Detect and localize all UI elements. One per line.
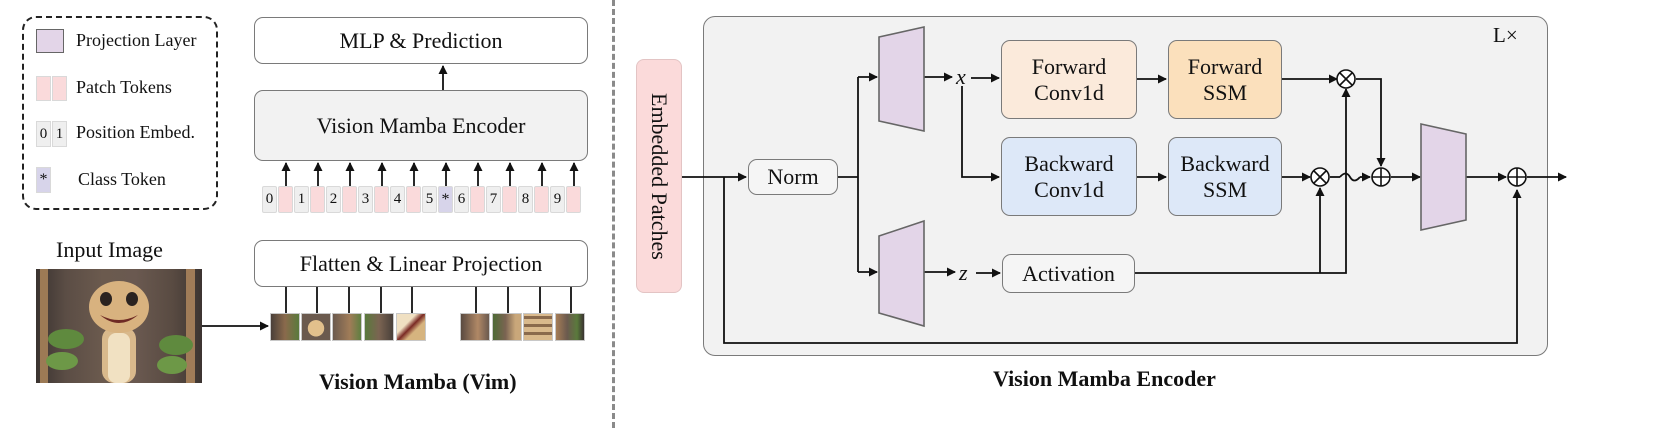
patch-token	[566, 186, 581, 213]
vim-encoder-box: Vision Mamba Encoder	[254, 90, 588, 161]
image-patch	[270, 313, 300, 341]
forward-conv1d-line2: Conv1d	[1034, 79, 1104, 105]
forward-ssm-line2: SSM	[1202, 79, 1248, 105]
legend-patch-swatch	[36, 76, 51, 101]
image-patch	[460, 313, 490, 341]
patch-token	[502, 186, 517, 213]
image-patch	[301, 313, 331, 341]
embedded-patches-label: Embedded Patches	[647, 92, 672, 260]
top-projection-layer	[878, 26, 925, 132]
patch-token	[278, 186, 293, 213]
bottom-projection-layer	[878, 219, 925, 328]
embedded-patches-block: Embedded Patches	[636, 59, 682, 293]
patch-token	[374, 186, 389, 213]
image-patch	[396, 313, 426, 341]
z-variable: z	[959, 260, 968, 285]
token-up-arrows	[281, 162, 579, 186]
backward-ssm-line2: SSM	[1202, 176, 1248, 202]
forward-conv1d-line1: Forward	[1031, 53, 1107, 79]
patch-token	[310, 186, 325, 213]
backward-ssm-line1: Backward	[1180, 150, 1270, 176]
image-patch	[523, 313, 553, 341]
legend-projection-swatch	[36, 29, 64, 53]
encoder-title: Vision Mamba Encoder	[993, 366, 1216, 391]
image-patch	[492, 313, 522, 341]
legend-projection-label: Projection Layer	[76, 30, 197, 50]
forward-conv1d-box: Forward Conv1d	[1001, 40, 1137, 119]
pos-embed-token: 4	[390, 186, 405, 213]
backward-ssm-box: Backward SSM	[1168, 137, 1282, 216]
pos-embed-token: 1	[294, 186, 309, 213]
input-image-label: Input Image	[56, 237, 163, 262]
pos-embed-token: 8	[518, 186, 533, 213]
patch-token	[406, 186, 421, 213]
flatten-to-token-lines	[285, 287, 572, 313]
forward-ssm-line1: Forward	[1187, 53, 1263, 79]
pos-embed-token: 5	[422, 186, 437, 213]
x-to-backward-conv-arrow	[961, 86, 1000, 182]
pos-embed-token: 3	[358, 186, 373, 213]
legend	[22, 16, 218, 210]
legend-pos-swatch-1: 1	[52, 121, 67, 147]
forward-multiply-op	[1336, 69, 1356, 89]
forward-ssm-box: Forward SSM	[1168, 40, 1282, 119]
residual-path	[723, 177, 1522, 344]
backward-conv1d-line2: Conv1d	[1034, 176, 1104, 202]
residual-add-op	[1507, 167, 1527, 187]
flatten-projection-box: Flatten & Linear Projection	[254, 240, 588, 287]
activation-gate-top	[1135, 88, 1351, 274]
backward-conv1d-box: Backward Conv1d	[1001, 137, 1137, 216]
image-patch	[364, 313, 394, 341]
legend-pos-swatch-0: 0	[36, 121, 51, 147]
legend-position-label: Position Embed.	[76, 122, 196, 142]
patch-token	[534, 186, 549, 213]
line-hop	[1339, 172, 1361, 182]
image-patch	[555, 313, 585, 341]
pos-embed-token: 7	[486, 186, 501, 213]
add-op	[1371, 167, 1391, 187]
pos-embed-token: 6	[454, 186, 469, 213]
vim-title: Vision Mamba (Vim)	[319, 369, 517, 394]
image-patch	[332, 313, 362, 341]
section-divider	[612, 0, 615, 428]
patch-token	[470, 186, 485, 213]
legend-patch-label: Patch Tokens	[76, 77, 172, 97]
input-image	[36, 269, 202, 383]
norm-box: Norm	[748, 159, 838, 195]
class-token: *	[438, 186, 453, 213]
snake-picture	[40, 269, 195, 383]
legend-class-swatch: *	[36, 167, 51, 193]
backward-conv1d-line1: Backward	[1024, 150, 1114, 176]
forward-to-add-arrow	[1356, 78, 1386, 167]
output-projection-layer	[1420, 123, 1467, 231]
legend-patch-swatch-2	[52, 76, 67, 101]
pos-embed-token: 2	[326, 186, 341, 213]
pos-embed-token: 9	[550, 186, 565, 213]
mlp-prediction-box: MLP & Prediction	[254, 17, 588, 64]
patch-token	[342, 186, 357, 213]
pos-embed-token: 0	[262, 186, 277, 213]
activation-box: Activation	[1002, 254, 1135, 293]
layer-count-label: L×	[1493, 23, 1518, 47]
legend-class-label: Class Token	[78, 169, 166, 189]
x-variable: x	[956, 64, 966, 89]
backward-multiply-op	[1310, 167, 1330, 187]
